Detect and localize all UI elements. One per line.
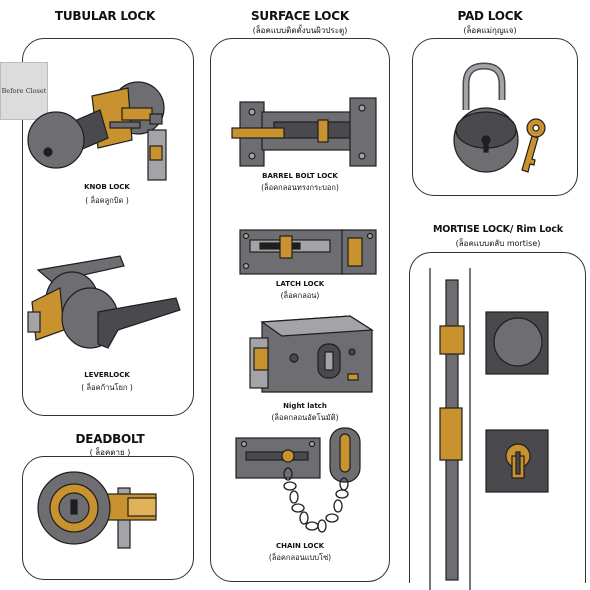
stamp-logo: Before Closet <box>0 62 48 120</box>
mortise-lock-subtitle: (ล็อคแบบตลับ mortise) <box>455 239 541 248</box>
knob-lock-sublabel: ( ล็อคลูกบิด ) <box>85 196 129 205</box>
pad-lock-subtitle: (ล็อคแม่กุญแจ) <box>463 26 517 35</box>
lever-lock-sublabel: ( ล็อคก้านโยก ) <box>81 383 133 392</box>
deadbolt-title: DEADBOLT <box>75 432 145 446</box>
tubular-lock-title: TUBULAR LOCK <box>54 9 156 23</box>
chain-lock-label: CHAIN LOCK <box>275 542 325 550</box>
chain-lock-sublabel: (ล็อคกลอนแบบโซ่) <box>268 553 332 562</box>
pad-lock-title: PAD LOCK <box>457 9 523 23</box>
barrel-bolt-label: BARREL BOLT LOCK <box>262 172 338 180</box>
knob-lock-label: KNOB LOCK <box>84 183 130 191</box>
mortise-lock-title: MORTISE LOCK/ Rim Lock <box>433 224 563 235</box>
night-latch-label: Night latch <box>283 402 327 410</box>
lever-lock-label: LEVERLOCK <box>84 371 130 379</box>
latch-lock-sublabel: (ล็อคกลอน) <box>280 291 320 300</box>
surface-lock-subtitle: (ล็อคแบบติดตั้งบนผิวประตู) <box>252 26 348 35</box>
barrel-bolt-sublabel: (ล็อคกลอนทรงกระบอก) <box>261 183 339 192</box>
night-latch-sublabel: (ล็อคกลอนอัตโนมัติ) <box>271 413 339 422</box>
latch-lock-label: LATCH LOCK <box>275 280 325 288</box>
mortise-lock-panel <box>409 252 586 583</box>
deadbolt-subtitle: ( ล็อคตาย ) <box>89 448 131 457</box>
surface-lock-title: SURFACE LOCK <box>250 9 350 23</box>
